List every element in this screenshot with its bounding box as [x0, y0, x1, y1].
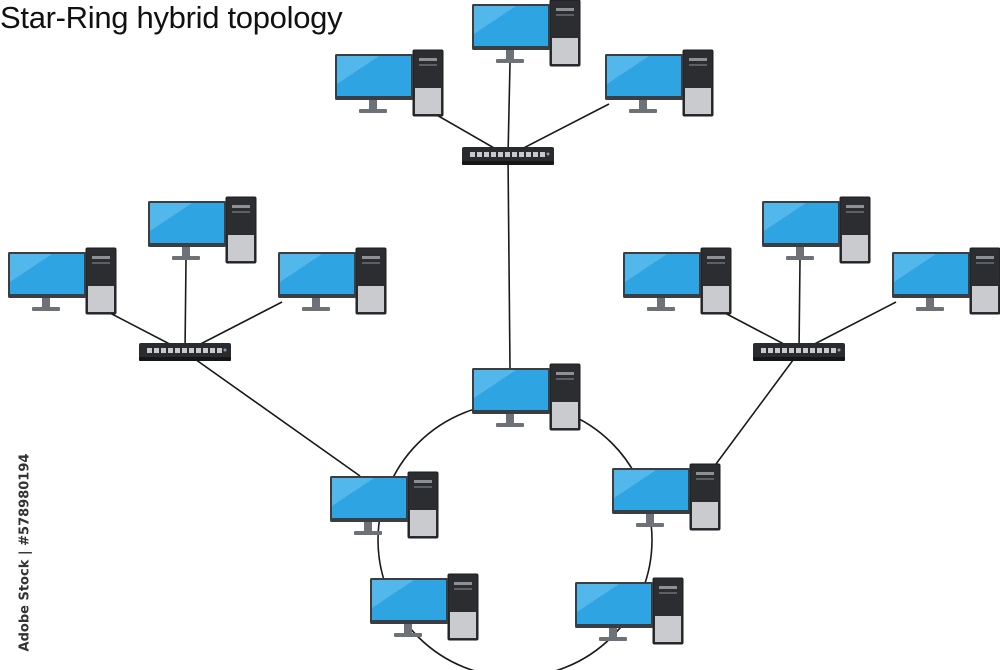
- computer-right-pc-center: [762, 196, 871, 264]
- link-hub-left-ring-upper-left: [184, 351, 361, 477]
- tower-icon: [969, 247, 1000, 315]
- computer-left-pc-center: [148, 196, 257, 264]
- tower-icon: [412, 49, 444, 117]
- computer-ring-lower-left: [370, 573, 479, 641]
- switch-hub-left: [139, 343, 231, 361]
- link-hub-right-ring-upper-right: [715, 351, 800, 465]
- link-hub-top-top-pc-center: [507, 62, 511, 157]
- tower-icon: [700, 247, 732, 315]
- network-switch-icon: [462, 147, 554, 165]
- computer-right-pc-right: [892, 247, 1000, 315]
- tower-icon: [839, 196, 871, 264]
- monitor-icon: [575, 582, 653, 641]
- computer-ring-upper-left: [330, 471, 439, 539]
- monitor-icon: [370, 578, 448, 637]
- monitor-icon: [335, 54, 413, 113]
- link-hub-right-right-pc-center: [798, 259, 801, 353]
- monitor-icon: [278, 252, 356, 311]
- tower-icon: [549, 0, 581, 67]
- monitor-icon: [612, 468, 690, 527]
- monitor-icon: [330, 476, 408, 535]
- tower-icon: [652, 577, 684, 645]
- diagram-title: Star-Ring hybrid topology: [0, 0, 343, 35]
- tower-icon: [355, 247, 387, 315]
- switch-hub-top: [462, 147, 554, 165]
- link-hub-top-ring-top: [507, 155, 511, 369]
- computer-left-pc-right: [278, 247, 387, 315]
- monitor-icon: [892, 252, 970, 311]
- tower-icon: [682, 49, 714, 117]
- monitor-icon: [605, 54, 683, 113]
- monitor-icon: [472, 4, 550, 63]
- monitor-icon: [472, 368, 550, 427]
- computer-ring-lower-right: [575, 577, 684, 645]
- computer-left-pc-left: [8, 247, 117, 315]
- monitor-icon: [623, 252, 701, 311]
- tower-icon: [225, 196, 257, 264]
- computer-top-pc-right: [605, 49, 714, 117]
- network-switch-icon: [139, 343, 231, 361]
- nodes-layer: [8, 0, 1000, 645]
- computer-top-pc-center: [472, 0, 581, 67]
- monitor-icon: [8, 252, 86, 311]
- monitor-icon: [762, 201, 840, 260]
- tower-icon: [407, 471, 439, 539]
- network-switch-icon: [753, 343, 845, 361]
- switch-hub-right: [753, 343, 845, 361]
- tower-icon: [689, 463, 721, 531]
- computer-right-pc-left: [623, 247, 732, 315]
- computer-top-pc-left: [335, 49, 444, 117]
- tower-icon: [447, 573, 479, 641]
- tower-icon: [549, 363, 581, 431]
- tower-icon: [85, 247, 117, 315]
- computer-ring-top: [472, 363, 581, 431]
- computer-ring-upper-right: [612, 463, 721, 531]
- link-hub-left-left-pc-center: [184, 259, 187, 353]
- monitor-icon: [148, 201, 226, 260]
